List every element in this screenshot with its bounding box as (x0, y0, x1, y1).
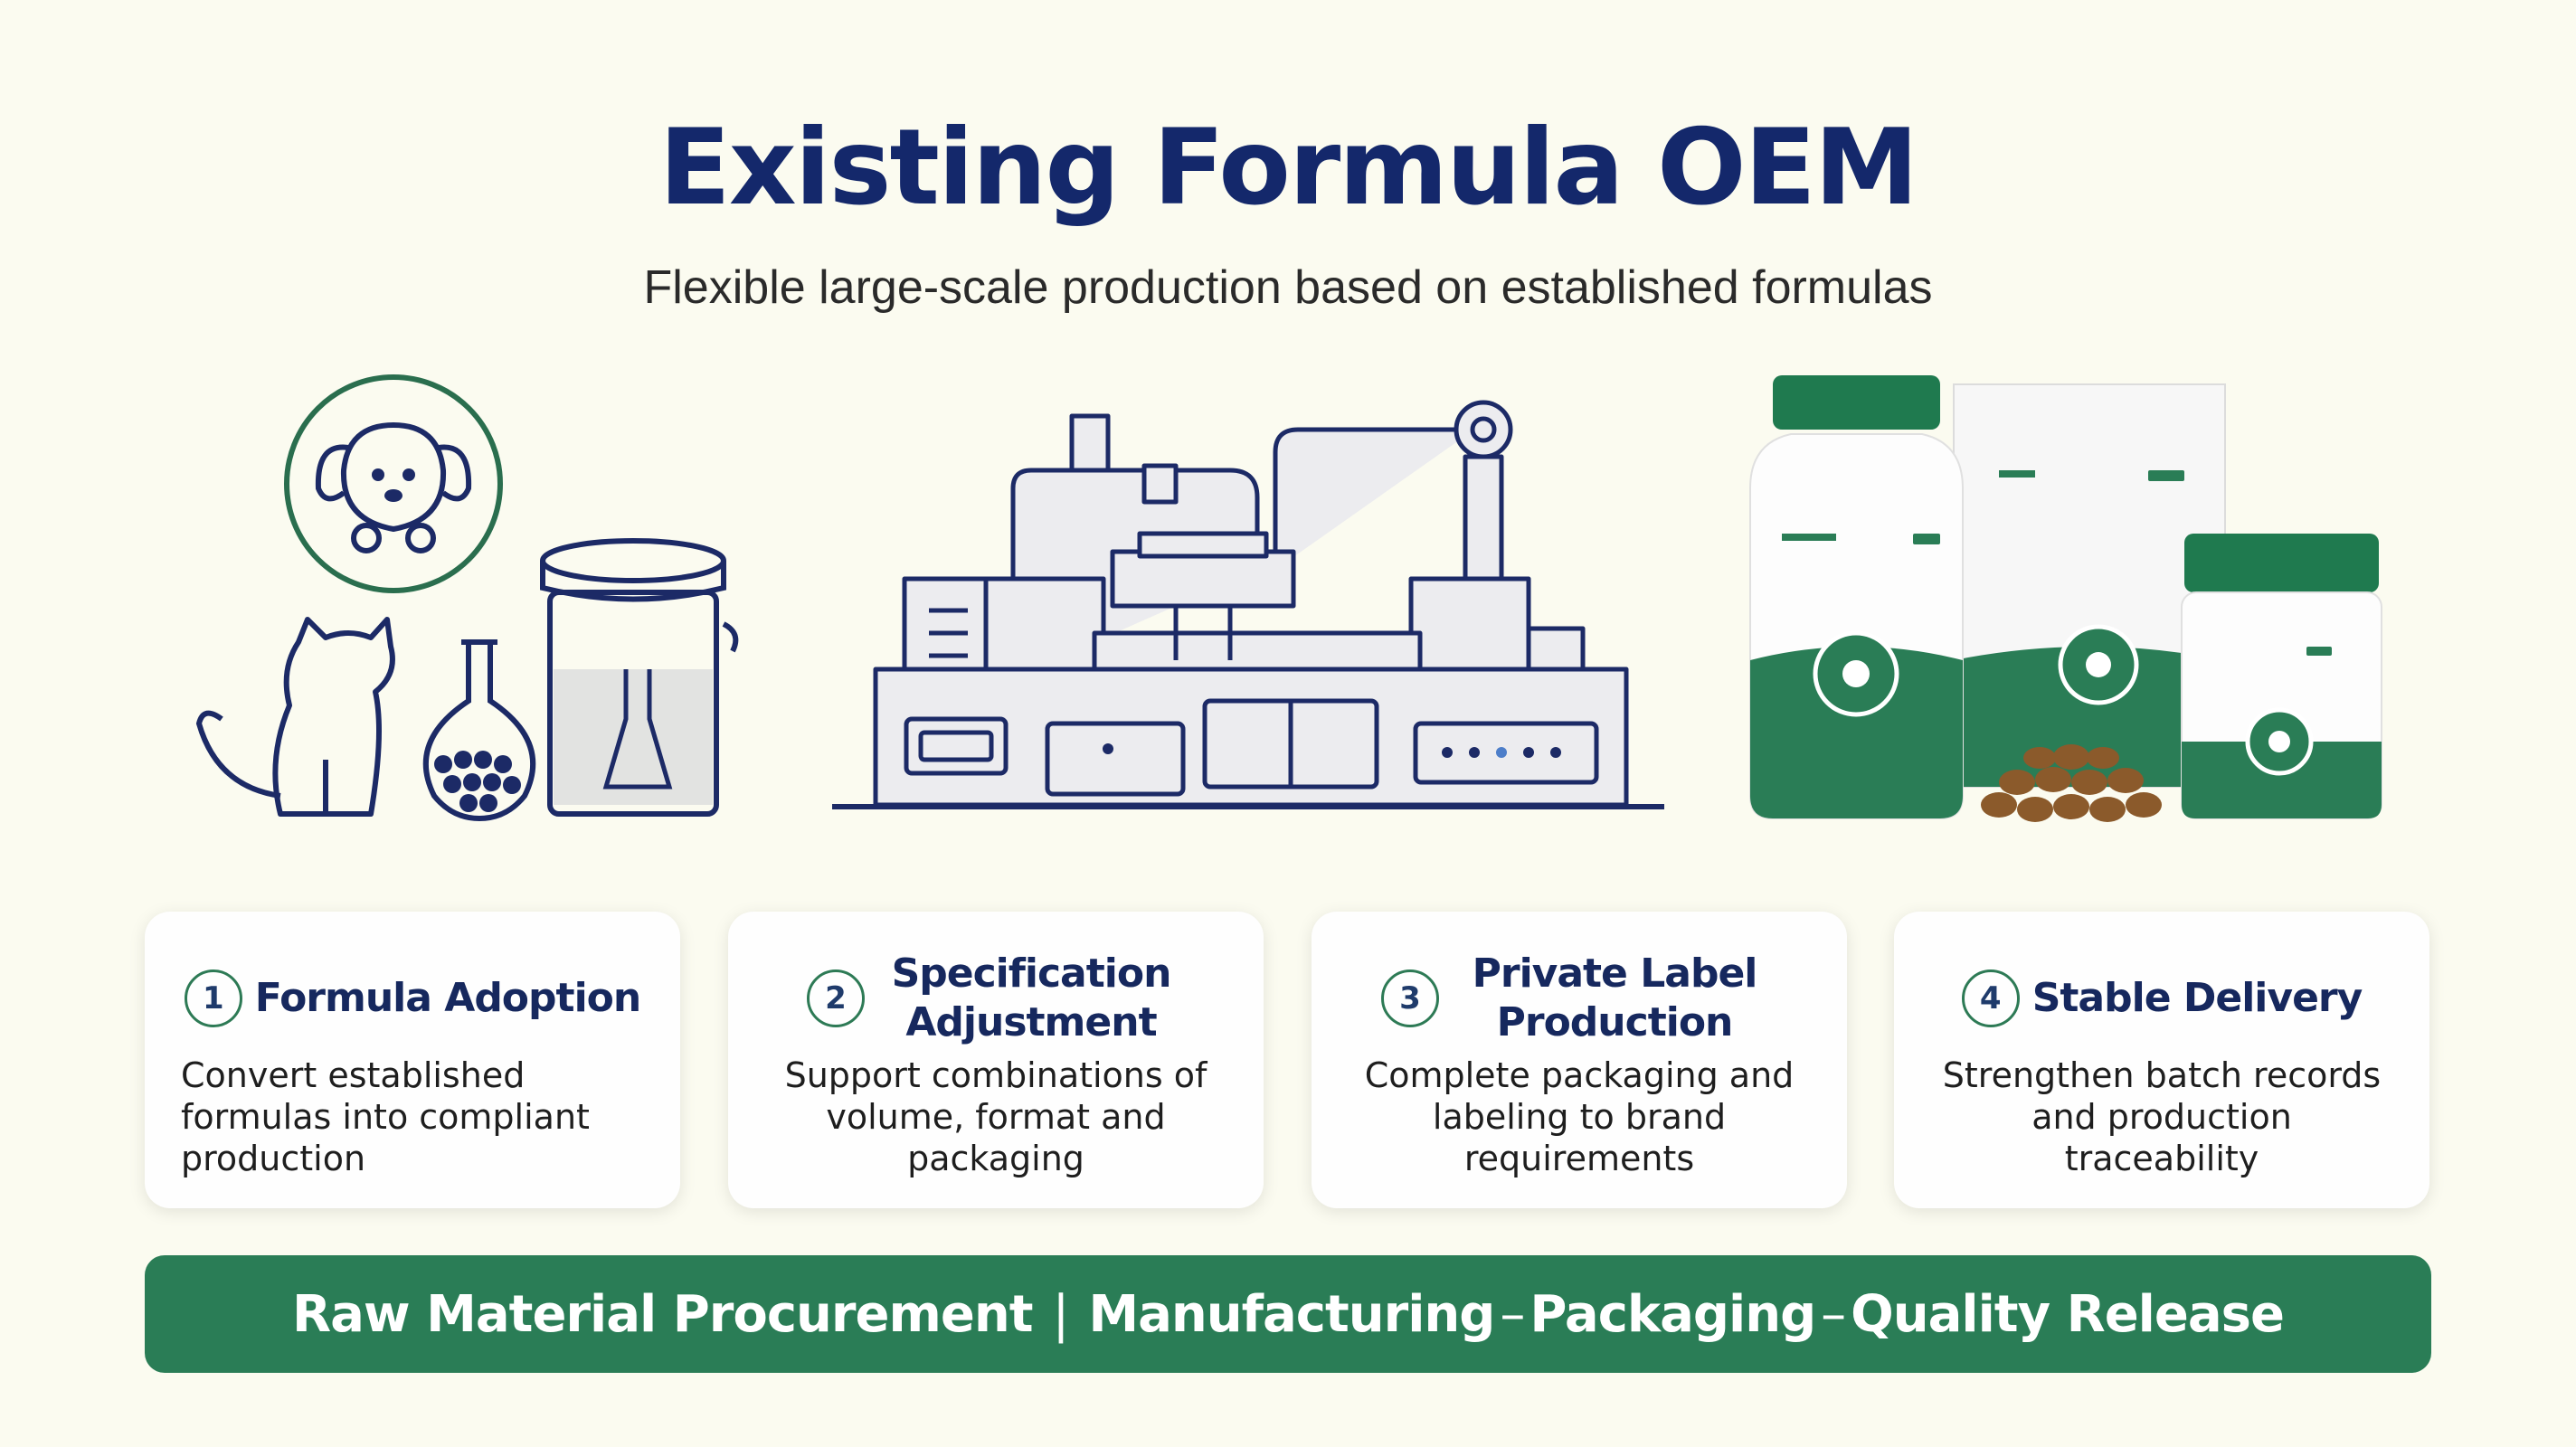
card-title: Specification Adjustment (891, 950, 1172, 1045)
card-header: 2 Specification Adjustment (728, 948, 1264, 1049)
kibble-icon (1981, 744, 2162, 822)
card-description: Complete packaging and labeling to brand… (1364, 1055, 1795, 1178)
step-number-badge: 4 (1961, 969, 2020, 1027)
dog-icon (284, 374, 503, 593)
flask-icon (422, 639, 536, 822)
container-icon (540, 538, 739, 817)
pouch-icon (1953, 383, 2226, 788)
card-description: Strengthen batch records and production … (1942, 1055, 2382, 1178)
factory-machine-icon (832, 400, 1664, 809)
card-description: Support combinations of volume, format a… (784, 1055, 1208, 1178)
process-separator: | (1052, 1284, 1069, 1344)
page-subtitle: Flexible large-scale production based on… (643, 261, 1933, 314)
card-title: Formula Adoption (254, 975, 641, 1021)
process-flow-bar: Raw Material Procurement | Manufacturing… (145, 1255, 2431, 1373)
cat-icon (195, 617, 395, 817)
product-packaging-illustration (1749, 375, 2382, 822)
process-step-procurement: Raw Material Procurement (292, 1284, 1033, 1344)
card-title: Stable Delivery (2031, 975, 2363, 1021)
process-separator: – (1500, 1284, 1525, 1344)
supplement-bottle-icon (1749, 375, 1964, 819)
feature-card-formula-adoption: 1 Formula Adoption Convert established f… (145, 912, 680, 1208)
process-step-quality-release: Quality Release (1851, 1284, 2285, 1344)
card-description: Convert established formulas into compli… (181, 1055, 590, 1178)
process-step-manufacturing: Manufacturing (1088, 1284, 1495, 1344)
feature-card-specification-adjustment: 2 Specification Adjustment Support combi… (728, 912, 1264, 1208)
jar-icon (2181, 534, 2382, 819)
pet-formula-illustration (195, 374, 739, 822)
step-number-badge: 2 (807, 969, 865, 1027)
process-step-packaging: Packaging (1530, 1284, 1816, 1344)
card-header: 4 Stable Delivery (1894, 948, 2429, 1049)
feature-card-stable-delivery: 4 Stable Delivery Strengthen batch recor… (1894, 912, 2429, 1208)
card-header: 1 Formula Adoption (145, 948, 680, 1049)
step-number-badge: 1 (184, 969, 242, 1027)
step-number-badge: 3 (1381, 969, 1439, 1027)
feature-card-private-label: 3 Private Label Production Complete pack… (1312, 912, 1847, 1208)
process-separator: – (1821, 1284, 1846, 1344)
page-title: Existing Formula OEM (658, 107, 1919, 229)
card-header: 3 Private Label Production (1312, 948, 1847, 1049)
card-title: Private Label Production (1472, 950, 1758, 1045)
